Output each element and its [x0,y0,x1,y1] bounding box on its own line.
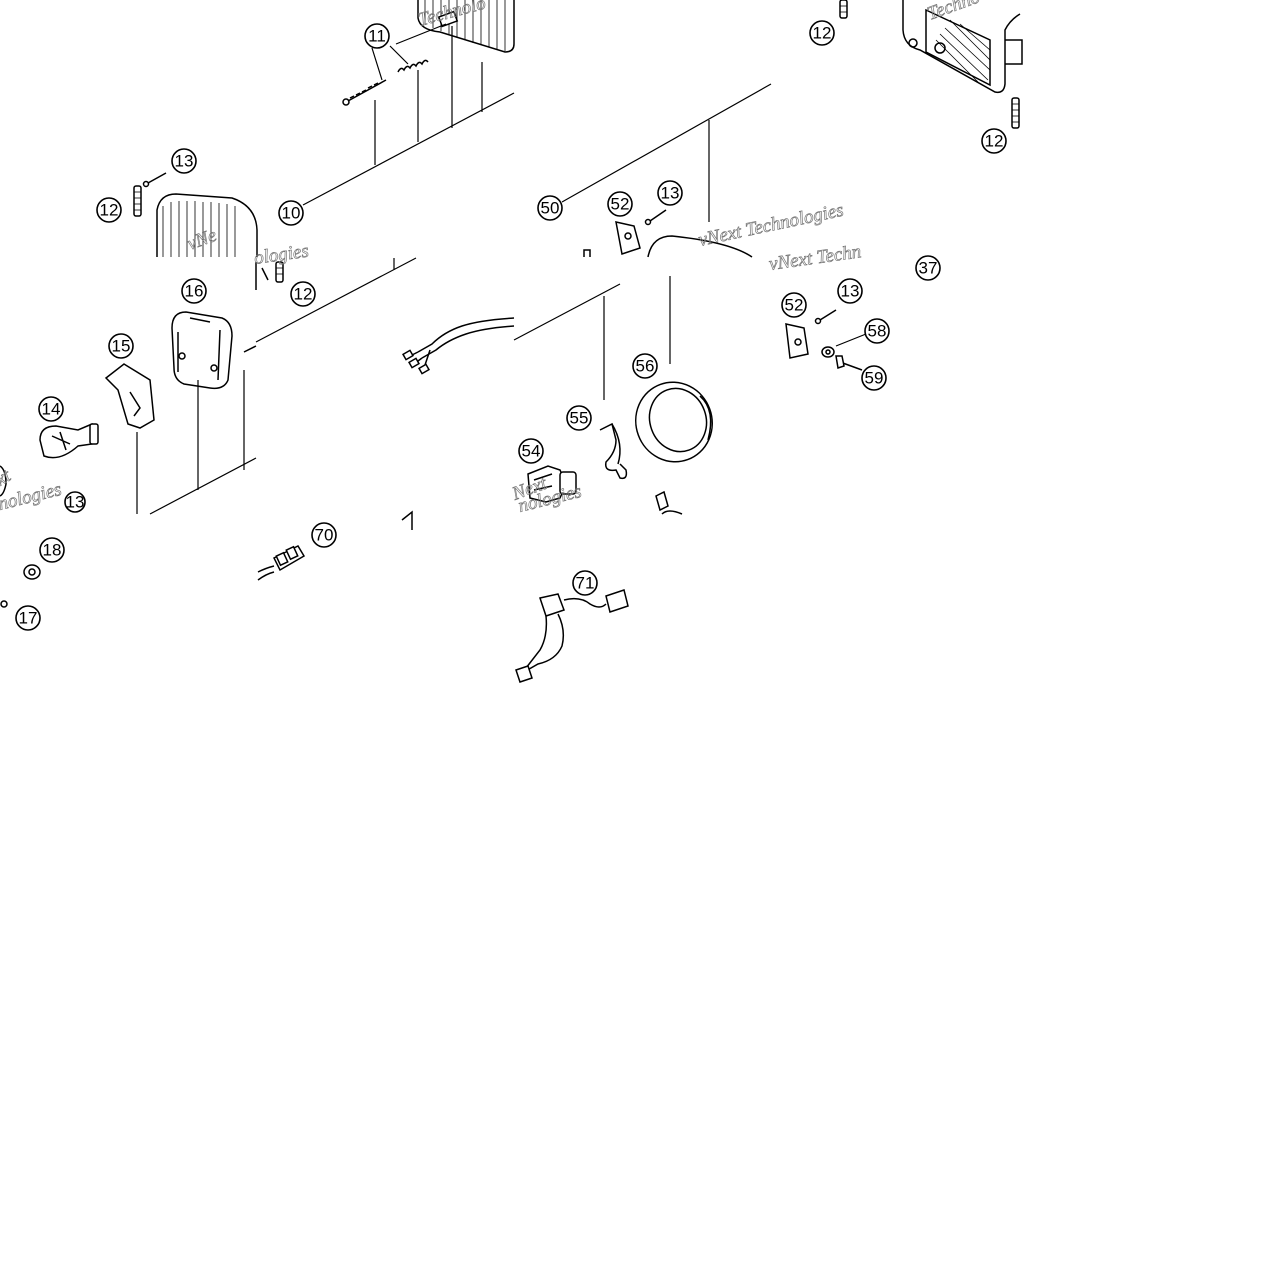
callout-70: 70 [311,522,337,548]
svg-text:70: 70 [315,526,334,545]
callout-12: 12 [809,20,835,46]
svg-text:15: 15 [112,337,131,356]
bulb-holder-bracket [104,363,155,429]
callout-13: 13 [64,491,86,513]
svg-text:11: 11 [368,27,386,46]
wire-harness [402,317,515,375]
tile-bottom-left: 70 18 17 [0,510,413,631]
svg-text:56: 56 [636,357,655,376]
callout-56: 56 [632,353,658,379]
callout-10: 10 [278,200,304,226]
headlamp-unit [156,193,258,257]
svg-text:18: 18 [43,541,62,560]
svg-text:13: 13 [175,152,194,171]
callout-14: 14 [38,396,64,422]
mounting-bracket [615,221,641,255]
headlamp-unit-round [583,235,753,258]
svg-text:12: 12 [985,132,1004,151]
bulb [39,423,99,459]
svg-text:50: 50 [541,199,560,218]
callout-37: 37 [915,255,941,281]
tile-middle-left: ologies nologies xt 12 16 15 14 13 [0,240,515,515]
watermark: xt [0,465,15,491]
tile-bottom-center: 71 [515,570,629,683]
callout-52: 52 [607,191,633,217]
svg-text:71: 71 [576,574,595,593]
headlamp-rim [635,381,713,463]
small-screw [0,600,8,608]
adjusting-spring [397,59,429,73]
svg-text:52: 52 [611,195,630,214]
svg-text:13: 13 [66,493,85,512]
callout-13: 13 [171,148,197,174]
svg-text:17: 17 [19,609,38,628]
bulb-socket-harness [515,589,629,683]
adjusting-screw [342,79,387,106]
callout-17: 17 [15,605,41,631]
svg-text:55: 55 [570,409,589,428]
halogen-bulb [527,465,577,503]
callout-54: 54 [518,438,544,464]
watermark: Techno [925,0,983,25]
retaining-clip [275,261,284,283]
watermark: vNext Techn [768,241,863,275]
svg-text:52: 52 [785,296,804,315]
svg-text:58: 58 [868,322,887,341]
svg-text:10: 10 [282,204,301,223]
callout-50: 50 [537,195,563,221]
svg-text:12: 12 [294,285,313,304]
grommet [23,564,41,580]
svg-text:14: 14 [42,400,61,419]
screw [814,309,837,325]
svg-text:16: 16 [185,282,204,301]
callout-11: 11 [364,23,390,49]
callout-13: 13 [657,180,683,206]
screw [644,209,667,226]
bolt [835,355,863,371]
watermark: vNe [185,225,220,255]
svg-text:13: 13 [841,282,860,301]
connector-harness [257,545,306,581]
callout-59: 59 [861,365,887,391]
callout-71: 71 [572,570,598,596]
callout-15: 15 [108,333,134,359]
callout-12: 12 [290,281,316,307]
callout-18: 18 [39,537,65,563]
svg-text:13: 13 [661,184,680,203]
screw [142,172,167,188]
retaining-clip [839,0,848,19]
adjusting-nut [437,10,459,28]
bulb-spring-clip [599,422,628,480]
tile-middle-right: vNext Techn Next nologies 37 52 13 58 59… [508,241,941,517]
svg-text:54: 54 [522,442,541,461]
watermark: vNext Technologies [697,200,846,251]
retaining-clip [133,185,142,217]
callout-13: 13 [837,278,863,304]
callout-12: 12 [96,197,122,223]
retaining-clip [1011,97,1020,129]
tile-top-right: Techno vNext Technologies 12 12 50 52 13 [537,0,1023,258]
screw [243,345,257,353]
callout-16: 16 [181,278,207,304]
callout-55: 55 [566,405,592,431]
mounting-bracket [785,323,809,359]
callout-58: 58 [864,318,890,344]
callout-52: 52 [781,292,807,318]
parking-bulb [655,490,669,512]
svg-text:37: 37 [919,259,938,278]
svg-text:12: 12 [100,201,119,220]
washer [821,346,835,358]
svg-text:12: 12 [813,24,832,43]
bulb-socket-cover [171,311,233,390]
callout-12: 12 [981,128,1007,154]
headlamp-housing-rear [902,0,1023,94]
tile-top-left: Technolo vNe 11 13 12 10 [96,0,515,257]
watermark: ologies [253,241,310,269]
svg-text:59: 59 [865,369,884,388]
